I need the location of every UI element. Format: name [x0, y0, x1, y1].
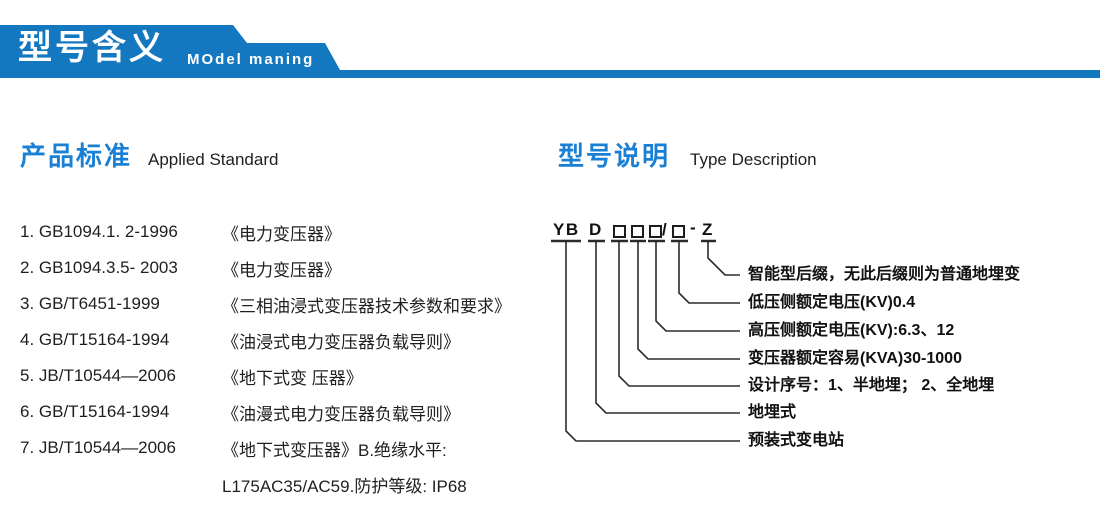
standard-title: 《油漫式电力变压器负载导则》 — [222, 404, 460, 424]
label-design-serial: 设计序号：1、半地埋； 2、全地埋 — [748, 377, 995, 394]
type-description-heading-cn: 型号说明 — [558, 141, 671, 171]
standard-title: 《地下式变压器》B.绝缘水平: — [222, 440, 447, 460]
list-item: 4. GB/T15164-1994 《油浸式电力变压器负载导则》 — [20, 322, 550, 358]
standard-code: 7. JB/T10544—2006 — [20, 438, 176, 457]
list-item: 5. JB/T10544—2006 《地下式变 压器》 — [20, 358, 550, 394]
box-placeholder — [672, 225, 685, 238]
model-code-dash: - — [690, 218, 698, 237]
model-code-type-letter: D — [589, 220, 603, 239]
standard-title-continuation: L175AC35/AC59.防护等级: IP68 — [222, 476, 467, 496]
label-prefab-substation: 预装式变电站 — [748, 432, 845, 449]
standard-code: 1. GB1094.1. 2-1996 — [20, 222, 178, 241]
label-rated-capacity: 变压器额定容易(KVA)30-1000 — [748, 350, 962, 367]
model-code-prefix: YB — [553, 220, 580, 239]
type-description-heading-en: Type Description — [690, 150, 817, 169]
box-placeholder — [649, 225, 662, 238]
applied-standard-heading-cn: 产品标准 — [20, 141, 133, 171]
list-item: 3. GB/T6451-1999 《三相油浸式变压器技术参数和要求》 — [20, 286, 550, 322]
page-title: 型号含义 — [18, 29, 166, 67]
type-description-heading: 型号说明 Type Description — [558, 136, 817, 173]
label-smart-suffix: 智能型后缀，无此后缀则为普通地埋变 — [748, 266, 1021, 283]
standards-list: 1. GB1094.1. 2-1996 《电力变压器》 2. GB1094.3.… — [20, 214, 550, 502]
list-item-continuation: L175AC35/AC59.防护等级: IP68 — [20, 466, 550, 502]
label-lv-voltage: 低压侧额定电压(KV)0.4 — [748, 294, 916, 311]
standard-title: 《地下式变 压器》 — [222, 368, 363, 388]
standard-code: 4. GB/T15164-1994 — [20, 330, 170, 349]
standard-code: 5. JB/T10544—2006 — [20, 366, 176, 385]
list-item: 1. GB1094.1. 2-1996 《电力变压器》 — [20, 214, 550, 250]
standard-title: 《电力变压器》 — [222, 224, 341, 244]
standard-title: 《电力变压器》 — [222, 260, 341, 280]
page-subtitle: MOdel maning — [187, 51, 315, 68]
model-code-connector-lines — [551, 239, 740, 442]
standard-code: 6. GB/T15164-1994 — [20, 402, 170, 421]
standard-code: 2. GB1094.3.5- 2003 — [20, 258, 178, 277]
applied-standard-heading: 产品标准 Applied Standard — [20, 136, 278, 173]
list-item: 6. GB/T15164-1994 《油漫式电力变压器负载导则》 — [20, 394, 550, 430]
standard-code: 3. GB/T6451-1999 — [20, 294, 160, 313]
label-buried-type: 地埋式 — [748, 404, 797, 421]
standard-title: 《油浸式电力变压器负载导则》 — [222, 332, 460, 352]
list-item: 2. GB1094.3.5- 2003 《电力变压器》 — [20, 250, 550, 286]
label-hv-voltage: 高压侧额定电压(KV):6.3、12 — [748, 322, 955, 339]
applied-standard-heading-en: Applied Standard — [148, 150, 279, 169]
box-placeholder — [631, 225, 644, 238]
box-placeholder — [613, 225, 626, 238]
header-banner: 型号含义 MOdel maning — [0, 25, 1100, 78]
model-code-suffix: Z — [702, 220, 714, 239]
model-code-slash: / — [662, 220, 669, 239]
standard-title: 《三相油浸式变压器技术参数和要求》 — [222, 296, 511, 316]
list-item: 7. JB/T10544—2006 《地下式变压器》B.绝缘水平: — [20, 430, 550, 466]
